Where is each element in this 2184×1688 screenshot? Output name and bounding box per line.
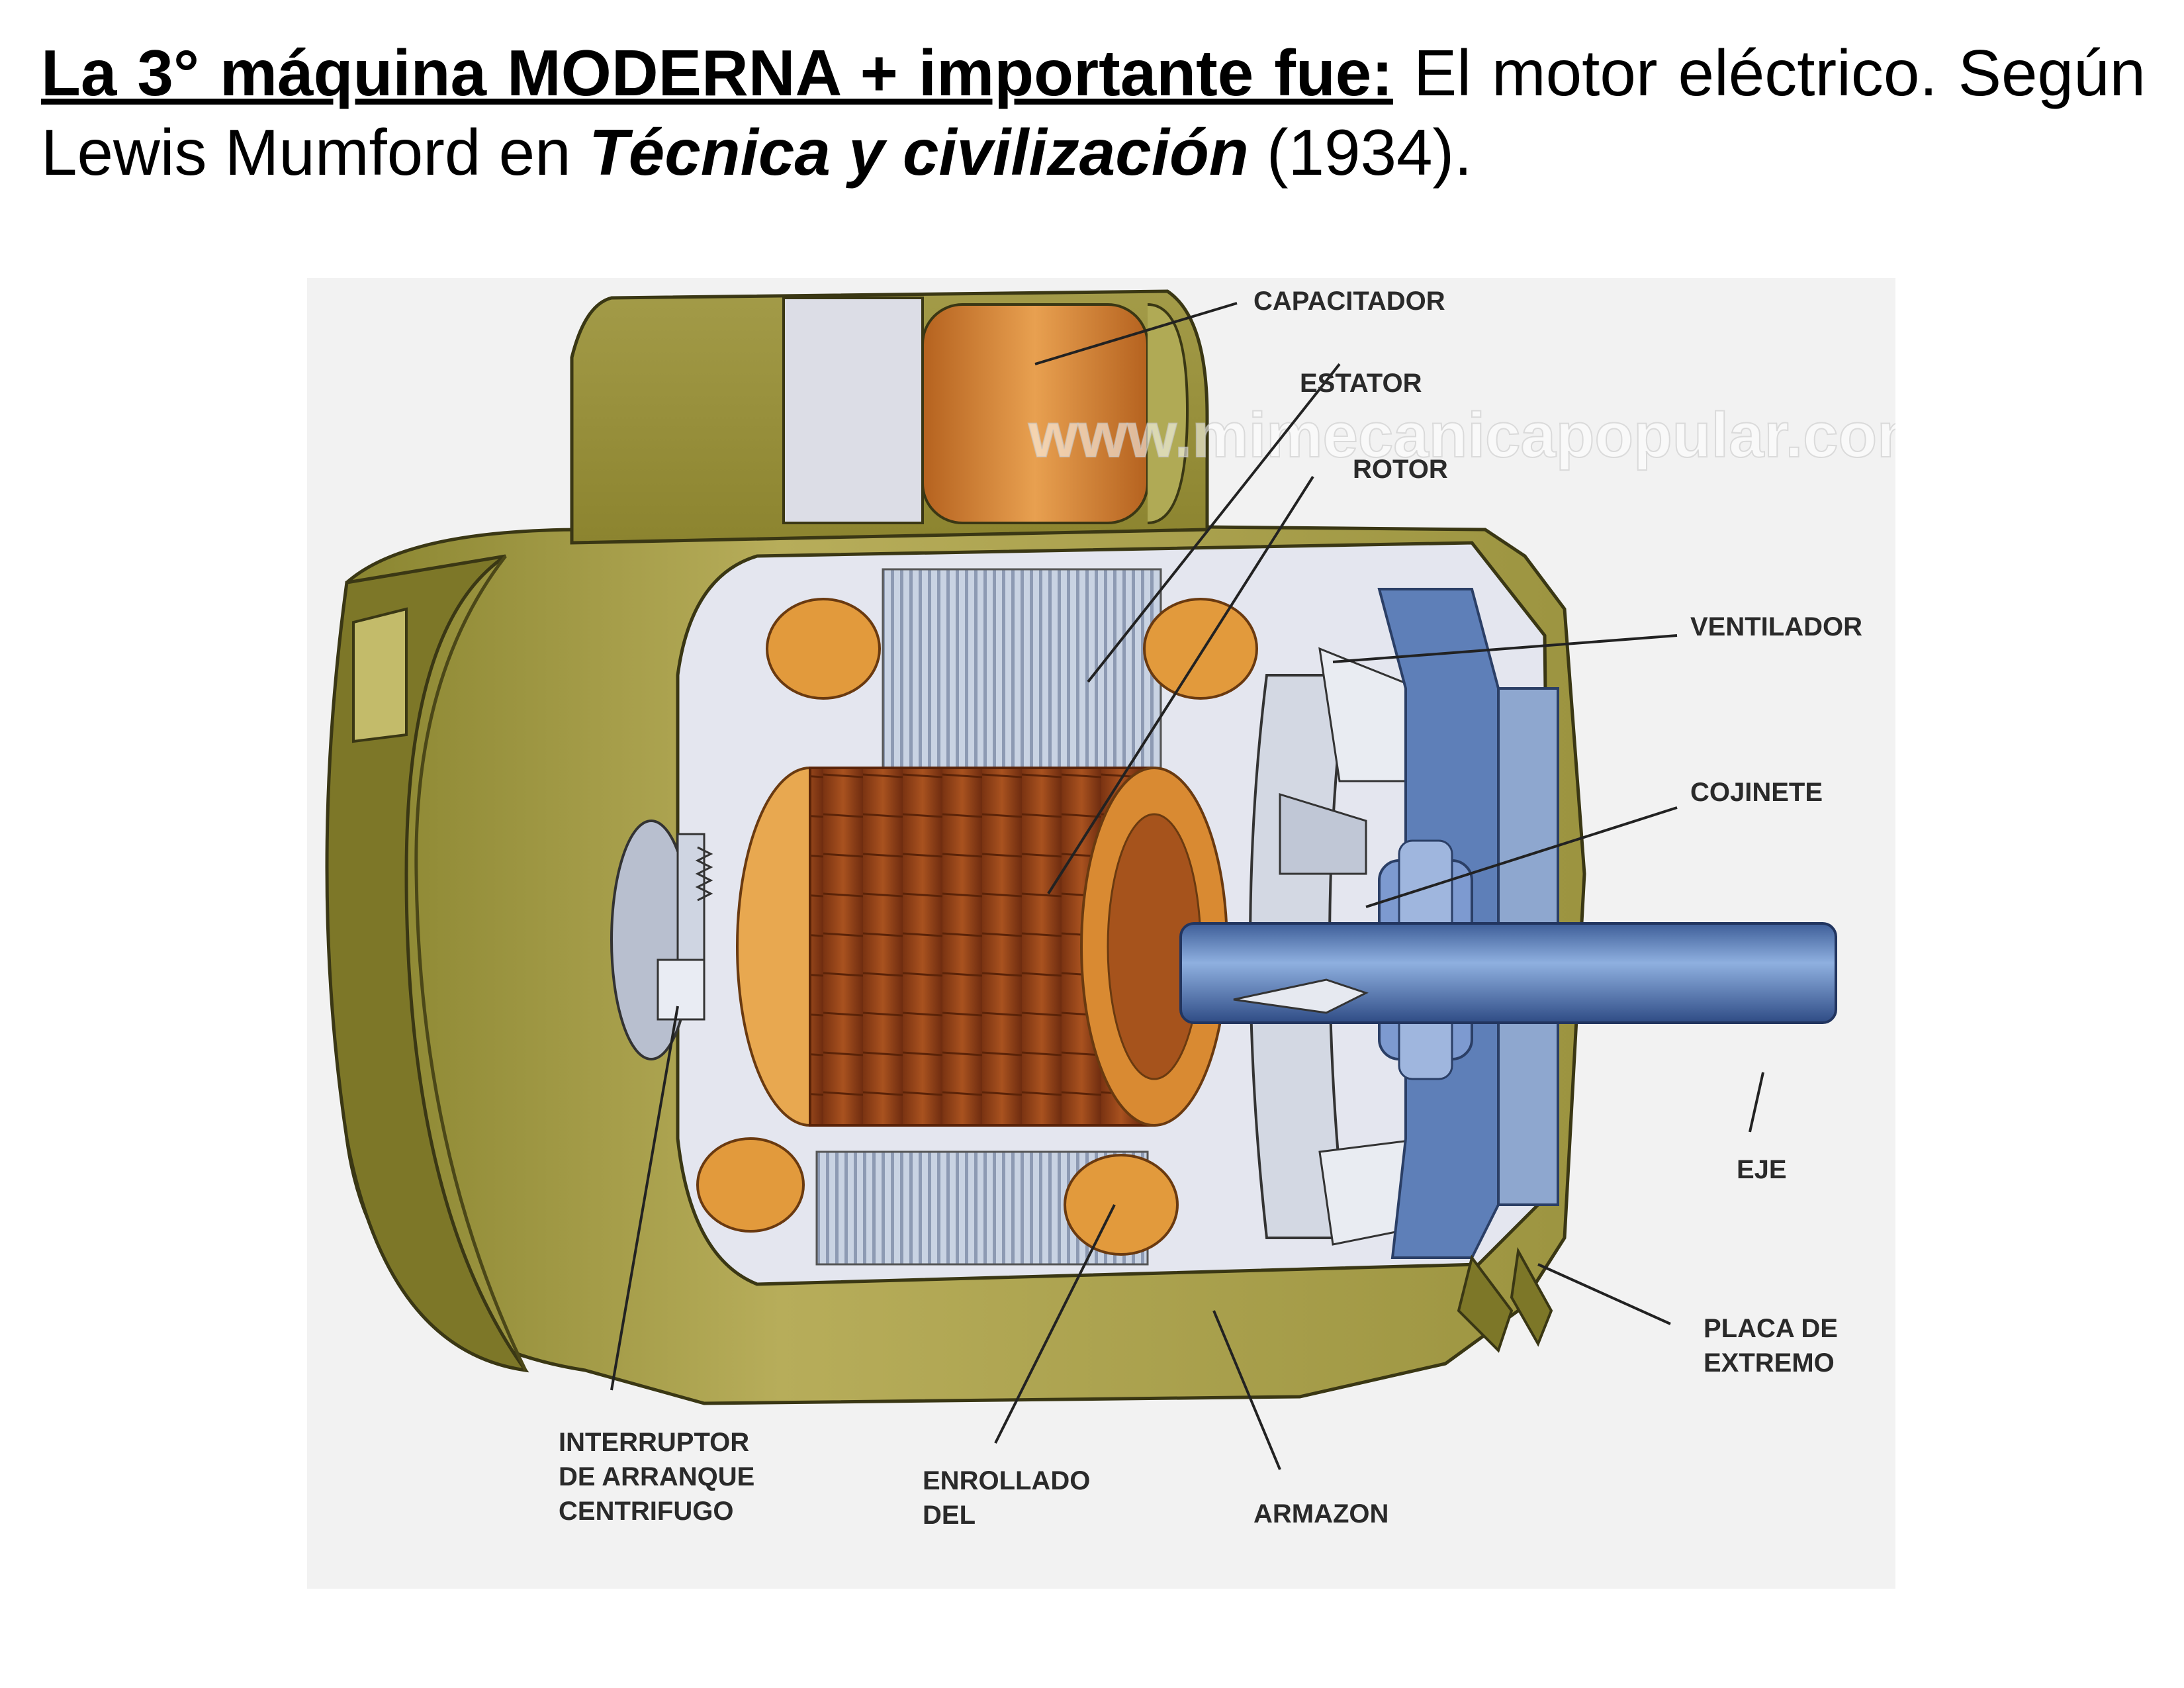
label-armazon: ARMAZON [1253,1499,1388,1528]
shaft [1179,922,1837,1024]
label-enrollado-line2: DEL [923,1501,976,1530]
label-capacitador: CAPACITADOR [1253,287,1445,316]
winding-top-right [1143,598,1258,700]
label-eje: EJE [1737,1155,1787,1184]
centrifugal-switch [610,820,713,1060]
part-labels: CAPACITADOR ESTATOR ROTOR VENTILADOR COJ… [559,287,1862,1530]
label-interruptor-line2: DE ARRANQUE [559,1462,754,1491]
leader-lines [610,302,1764,1470]
watermark: www.mimecanicapopular.com [1028,400,1895,471]
winding-bottom-left [696,1137,805,1233]
book-title: Técnica y civilización [588,116,1249,189]
label-enrollado-line1: ENROLLADO [923,1466,1090,1495]
label-interruptor-line3: CENTRIFUGO [559,1497,733,1526]
capacitor [570,289,1209,545]
label-estator: ESTATOR [1300,369,1422,398]
label-ventilador: VENTILADOR [1690,612,1862,641]
winding-top-left [766,598,881,700]
label-placa-line1: PLACA DE [1704,1314,1838,1343]
winding-bottom-right [1064,1154,1179,1256]
cutaway-interior [610,541,1837,1353]
slide-title: La 3° máquina MODERNA + importante fue: … [41,33,2146,192]
label-placa-line2: EXTREMO [1704,1348,1835,1378]
rotor-body [736,767,1228,1127]
label-cojinete: COJINETE [1690,778,1823,807]
electric-motor-cutaway-diagram: www.mimecanicapopular.com CAPACITADOR ES… [307,278,1895,1589]
stator-top [882,568,1162,769]
label-rotor: ROTOR [1353,455,1448,484]
label-interruptor-line1: INTERRUPTOR [559,1428,749,1457]
title-text-2: (1934). [1248,116,1473,189]
title-text-1: El motor eléctrico. Según Lewis Mumford … [41,36,2146,189]
title-heading: La 3° máquina MODERNA + importante fue: [41,36,1393,109]
